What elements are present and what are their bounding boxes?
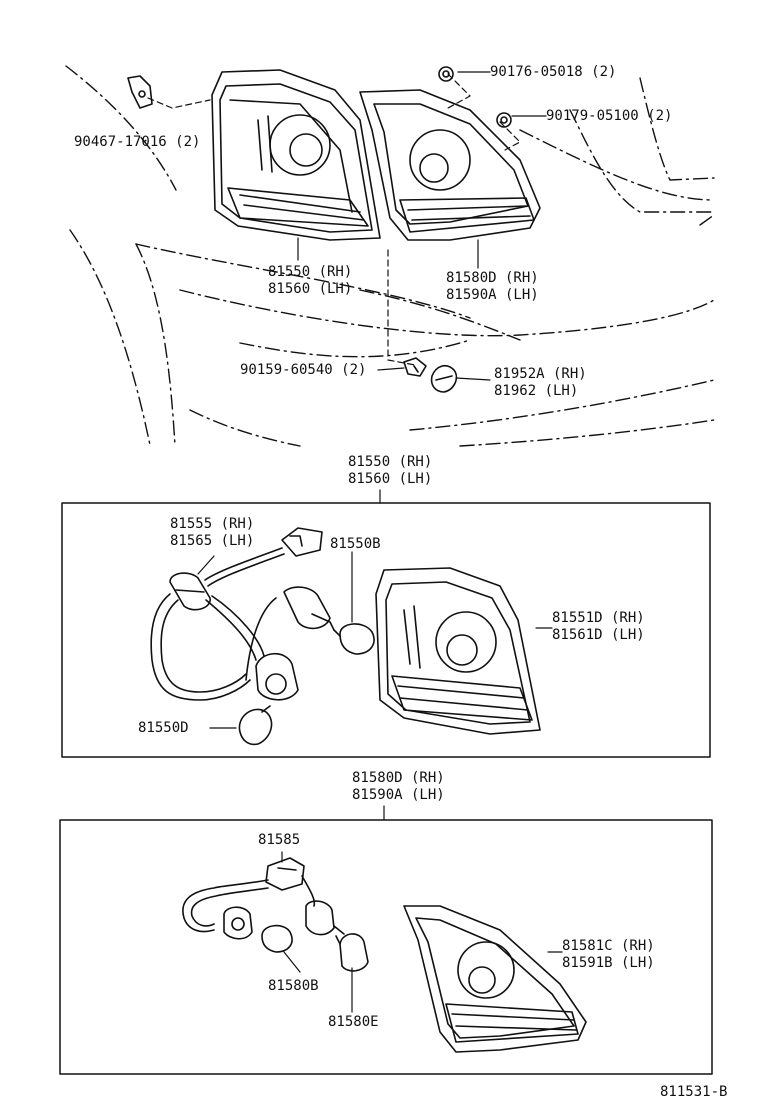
part-label-81952a-group: 81952A (RH) 81962 (LH) [494,366,587,400]
box1-leaders [197,551,553,729]
box1-title-rh: 81550 (RH) [348,454,433,470]
part-label-81555-group: 81555 (RH) 81565 (LH) [170,516,254,550]
clip-90467-icon [127,75,153,109]
part-label-90467: 90467-17016 (2) [74,134,201,150]
part-label-81591b-lh: 81591B (LH) [562,955,655,971]
diagram-code: 811531-B [660,1084,728,1100]
bulb-81580b-icon [261,924,293,953]
part-label-90179: 90179-05100 (2) [546,108,673,124]
part-label-81551d-rh: 81551D (RH) [552,610,645,626]
part-label-81580d-rh: 81580D (RH) [446,270,539,286]
part-label-81560-lh: 81560 (LH) [268,281,353,297]
part-label-81962-lh: 81962 (LH) [494,383,579,399]
tail-lamp-81551d [375,567,541,735]
leaders-solid-top [297,71,547,381]
part-label-81580b: 81580B [268,978,319,994]
part-label-90176: 90176-05018 (2) [490,64,617,80]
box2-leaders [281,851,563,1013]
part-label-81561d-lh: 81561D (LH) [552,627,645,643]
part-label-81550-group: 81550 (RH) 81560 (LH) [268,264,352,298]
part-label-90159: 90159-60540 (2) [240,362,367,378]
screw-90159-icon [403,357,427,377]
part-label-81551d-group: 81551D (RH) 81561D (LH) [552,610,645,644]
nut-90176-icon [438,66,454,82]
part-label-81580e: 81580E [328,1014,379,1030]
part-label-81550b: 81550B [330,536,381,552]
wire-harness-81555 [150,527,335,701]
part-label-81581c-rh: 81581C (RH) [562,938,655,954]
nut-90179-icon [496,112,512,128]
part-label-81590a-lh: 81590A (LH) [446,287,539,303]
vehicle-body-outline [65,65,715,447]
box1-title: 81550 (RH) 81560 (LH) [348,454,432,488]
box2-title: 81580D (RH) 81590A (LH) [352,770,445,804]
part-label-81555-rh: 81555 (RH) [170,516,255,532]
bulb-81550b-icon [333,623,375,655]
wire-harness-81585 [182,857,345,940]
socket-81952a-icon [430,364,458,393]
part-label-81585: 81585 [258,832,301,848]
part-label-81952a-rh: 81952A (RH) [494,366,587,382]
part-label-81581c-group: 81581C (RH) 81591B (LH) [562,938,655,972]
part-label-81550d: 81550D [138,720,189,736]
part-label-81580d-group: 81580D (RH) 81590A (LH) [446,270,539,304]
box2-title-rh: 81580D (RH) [352,770,445,786]
inner-tail-lamp-top [359,89,541,241]
bulb-81550d-icon [238,705,273,746]
box2-title-lh: 81590A (LH) [352,787,445,803]
leader-lines-top [147,73,521,366]
box1-frame [61,489,711,758]
box1-title-lh: 81560 (LH) [348,471,433,487]
tail-lamp-81581c [403,905,587,1053]
outer-tail-lamp-top [211,69,381,241]
part-label-81565-lh: 81565 (LH) [170,533,255,549]
part-label-81550-rh: 81550 (RH) [268,264,353,280]
bulb-81580e-icon [335,933,369,972]
box2-frame [59,805,713,1075]
